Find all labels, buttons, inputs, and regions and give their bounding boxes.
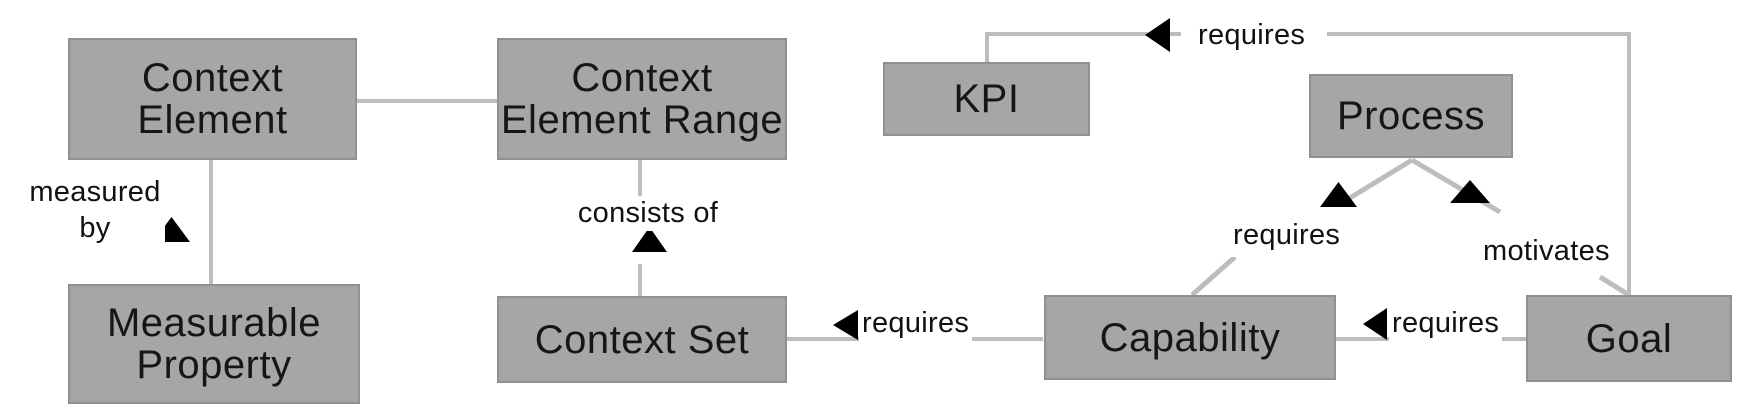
edge-label-consists-of: consists of: [570, 196, 726, 231]
edge-label-requires-contextset: requires: [859, 306, 973, 341]
edge-label-requires-process: requires: [1227, 214, 1347, 257]
edge-label-requires-kpi: requires: [1192, 18, 1312, 53]
node-label: Context Element Range: [500, 56, 784, 142]
left-triangle-icon-requires-contextset: [833, 310, 858, 340]
edge-capability-requires-process-upper: [1338, 157, 1414, 207]
node-label: Measurable Property: [106, 301, 321, 387]
node-process: Process: [1309, 74, 1513, 158]
node-kpi: KPI: [883, 62, 1090, 136]
node-label: KPI: [953, 77, 1020, 121]
edge-label-requires-capability: requires: [1389, 306, 1503, 341]
node-label: Capability: [1099, 315, 1281, 360]
up-triangle-icon-motivates: [1450, 180, 1490, 203]
node-label: Context Element: [137, 56, 288, 142]
edge-goal-motivates-process-upper: [1410, 157, 1502, 215]
node-label: Context Set: [534, 317, 750, 362]
up-triangle-icon-consists-of: [632, 227, 667, 252]
edge-label-motivates: motivates: [1478, 232, 1615, 271]
edge-goal-motivates-process-lower: [1598, 274, 1631, 298]
up-triangle-icon-requires-process: [1320, 182, 1357, 207]
node-label: Process: [1337, 94, 1485, 138]
edge-goal-requires-kpi-right: [1327, 32, 1631, 295]
node-label: Goal: [1585, 316, 1673, 361]
node-measurable-property: Measurable Property: [68, 284, 360, 404]
edge-label-measured-by: measured by: [25, 174, 165, 246]
edge-goal-requires-kpi-left: [985, 32, 1181, 62]
node-capability: Capability: [1044, 295, 1336, 380]
node-context-set: Context Set: [497, 296, 787, 383]
edge-capability-requires-process-lower: [1190, 255, 1237, 297]
node-context-element: Context Element: [68, 38, 357, 160]
left-triangle-icon-requires-capability: [1363, 308, 1387, 340]
node-context-element-range: Context Element Range: [497, 38, 787, 160]
node-goal: Goal: [1526, 295, 1732, 382]
left-triangle-icon-requires-kpi: [1145, 18, 1170, 52]
